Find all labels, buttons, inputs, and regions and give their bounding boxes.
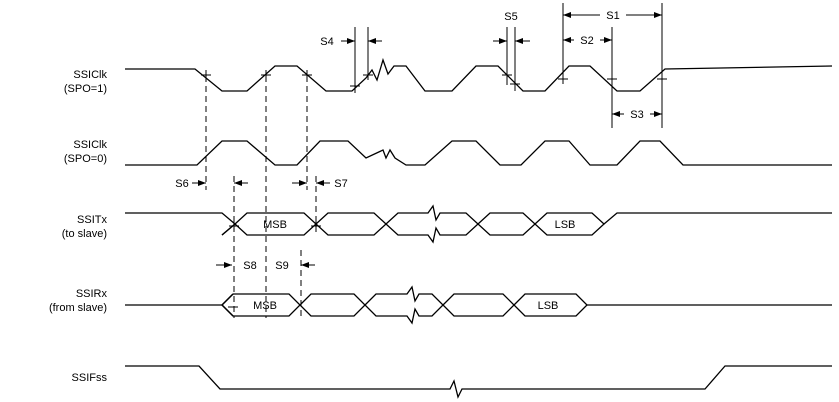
waveform-ssifss (125, 365, 832, 399)
signal-sublabel-ssirx: (from slave) (49, 302, 107, 314)
waveform-ssiclk-spo1 (125, 57, 833, 92)
timing-label-s4: S4 (320, 36, 333, 48)
waveform-ssiclk-spo0 (125, 140, 832, 166)
timing-label-s2: S2 (580, 35, 593, 47)
crossing-marks (201, 70, 667, 308)
timing-label-s3: S3 (630, 109, 643, 121)
ssitx-msb-label: MSB (263, 219, 287, 231)
signal-sublabel-ssitx: (to slave) (62, 228, 107, 240)
ssirx-msb-label: MSB (253, 300, 277, 312)
bus-ssitx: MSB LSB (125, 204, 832, 244)
timing-label-s6: S6 (175, 178, 188, 190)
ssitx-lsb-label: LSB (555, 219, 576, 231)
timing-label-s9: S9 (275, 260, 288, 272)
timing-label-s8: S8 (243, 260, 256, 272)
solid-reference-lines (354, 3, 663, 128)
timing-label-s5: S5 (504, 11, 517, 23)
ssirx-lsb-label: LSB (538, 300, 559, 312)
signal-label-ssitx: SSITx (77, 214, 107, 226)
signal-label-ssirx: SSIRx (76, 288, 108, 300)
signal-labels: SSIClk (SPO=1) SSIClk (SPO=0) SSITx (to … (49, 69, 108, 384)
timing-label-s7: S7 (334, 178, 347, 190)
signal-sublabel-ssiclk-spo1: (SPO=1) (64, 83, 107, 95)
timing-label-s1: S1 (606, 10, 619, 22)
signal-label-ssiclk-spo0: SSIClk (73, 139, 107, 151)
signal-sublabel-ssiclk-spo0: (SPO=0) (64, 153, 107, 165)
timing-annotations: S1 S2 S3 S4 S5 S6 S7 (175, 8, 662, 272)
signal-label-ssiclk-spo1: SSIClk (73, 69, 107, 81)
bus-ssirx: MSB LSB (125, 285, 832, 325)
signal-label-ssifss: SSIFss (72, 372, 108, 384)
reference-lines (205, 76, 317, 318)
